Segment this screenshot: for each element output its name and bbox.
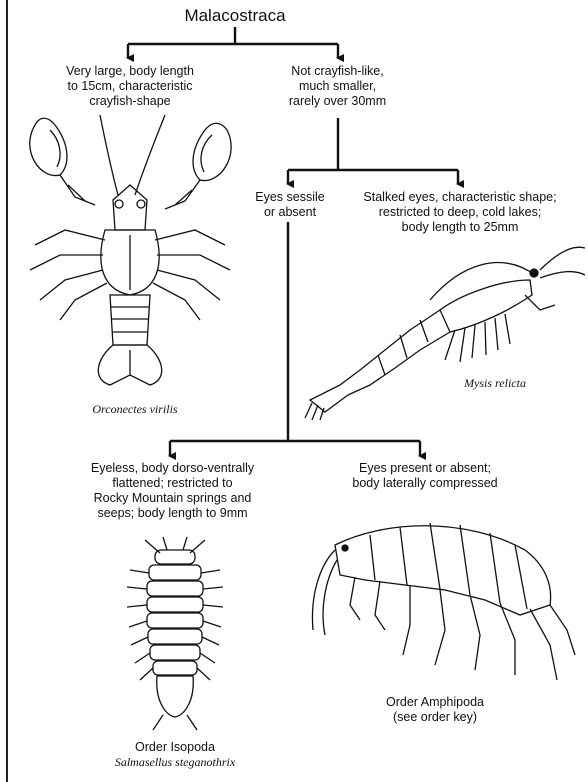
root-title: Malacostraca [170,6,300,26]
caption-salmasellus: Salmasellus steganothrix [85,755,265,770]
node-eyes-sessile: Eyes sessile or absent [245,190,335,220]
label-order-isopoda: Order Isopoda [105,740,245,755]
node-eyeless: Eyeless, body dorso-ventrally flattened;… [80,461,265,521]
caption-orconectes: Orconectes virilis [60,402,210,417]
label-order-amphipoda: Order Amphipoda (see order key) [370,695,500,725]
node-not-crayfish: Not crayfish-like, much smaller, rarely … [270,64,405,109]
node-stalked-eyes: Stalked eyes, characteristic shape; rest… [345,190,575,235]
isopod-drawing-icon [115,535,235,735]
amphipod-drawing-icon [295,505,580,695]
node-crayfish: Very large, body length to 15cm, charact… [55,64,205,109]
mysid-shrimp-drawing-icon [300,240,585,420]
crayfish-drawing-icon [15,105,245,400]
node-eyes-present: Eyes present or absent; body laterally c… [340,461,510,491]
